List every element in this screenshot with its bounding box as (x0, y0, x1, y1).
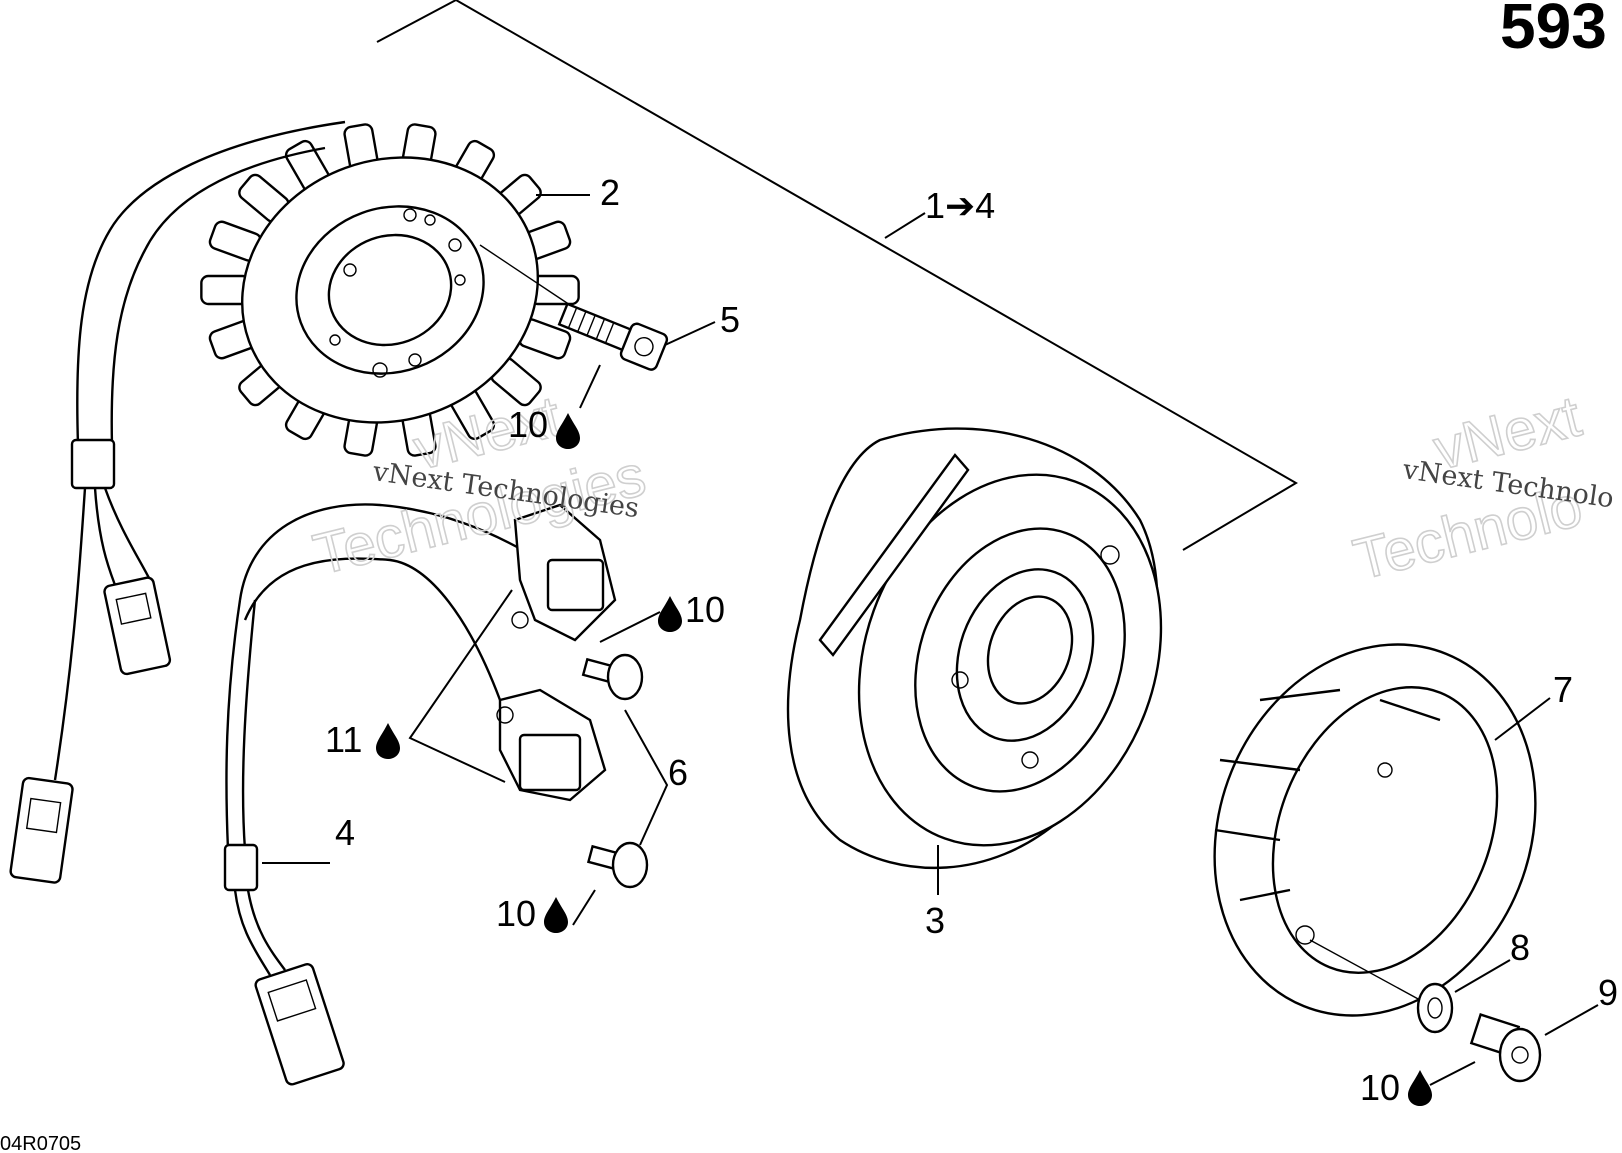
stator-coil (200, 123, 580, 457)
callout-6: 6 (668, 752, 688, 793)
washer (1309, 939, 1511, 1034)
stator-harness (9, 120, 346, 884)
callout-10-screw-lower: 10 (496, 893, 568, 934)
callout-7: 7 (1553, 669, 1573, 710)
callout-10-screw-upper: 10 (658, 589, 725, 632)
stator-bolt (557, 302, 716, 409)
thread-locker-drop-icon (376, 723, 400, 759)
watermark-right: vNext Technolo vNext Technolo (1347, 383, 1616, 594)
callout-3: 3 (925, 900, 945, 941)
callout-8: 8 (1510, 927, 1530, 968)
thread-locker-drop-icon (658, 596, 682, 632)
callout-5: 5 (720, 299, 740, 340)
callout-2: 2 (600, 172, 620, 213)
callout-10-bolt5: 10 (508, 404, 580, 449)
callout-1-4: 1➔4 (925, 185, 995, 226)
assembly-bracket-line (376, 0, 1298, 551)
thread-locker-drop-icon (556, 413, 580, 449)
svg-text:10: 10 (508, 404, 548, 445)
svg-text:10: 10 (685, 589, 725, 630)
rotor-cover-bolt (1429, 1004, 1599, 1086)
trigger-coil-harness (223, 503, 541, 1086)
callout-9: 9 (1598, 972, 1618, 1013)
drawing-code: 04R0705 (0, 1133, 81, 1153)
svg-text:10: 10 (1360, 1067, 1400, 1108)
svg-text:11: 11 (325, 719, 362, 760)
leader-6 (624, 709, 669, 846)
svg-text:10: 10 (496, 893, 536, 934)
trigger-coil-upper (511, 503, 617, 642)
callout-4: 4 (335, 812, 355, 853)
trigger-screw-upper (581, 611, 661, 701)
trigger-coil-lower (408, 589, 607, 802)
callout-10-bolt9: 10 (1360, 1067, 1432, 1108)
thread-locker-drop-icon (1408, 1070, 1432, 1106)
trigger-screw-lower (572, 841, 649, 926)
rotor-cover-ring (1213, 643, 1551, 1017)
rotor-flywheel (786, 427, 1163, 895)
callout-11: 11 (325, 719, 400, 760)
diagram-number: 593 (1500, 0, 1607, 62)
thread-locker-drop-icon (544, 897, 568, 933)
